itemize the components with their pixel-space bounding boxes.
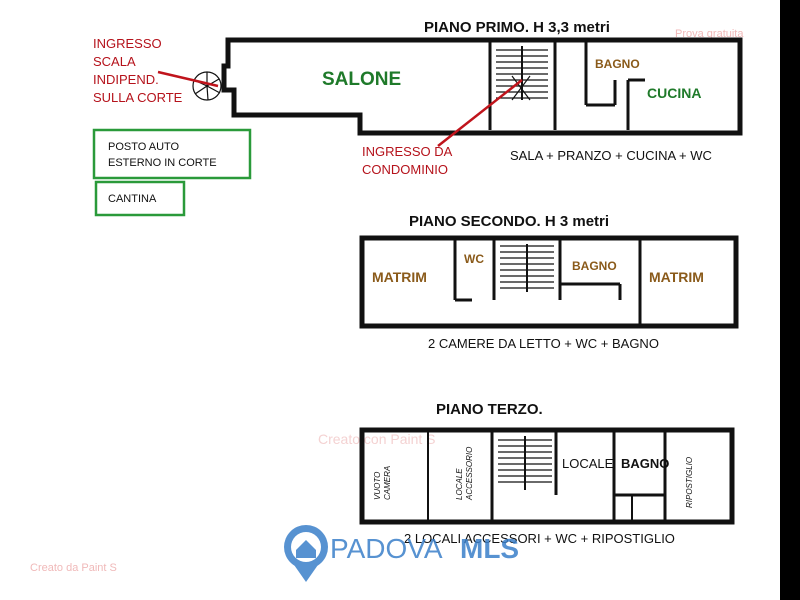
room-matrim-left: MATRIM [372, 269, 427, 285]
floor-summary-terzo: 2 LOCALI ACCESSORI + WC + RIPOSTIGLIO [404, 531, 675, 546]
floor-secondo-plan [359, 235, 739, 329]
room-wc: WC [464, 252, 484, 266]
logo-text-mls: MLS [460, 533, 519, 564]
arrow-scala [157, 70, 219, 88]
annotation-ingresso-condominio: INGRESSO DA CONDOMINIO [362, 144, 453, 177]
room-salone: SALONE [322, 69, 401, 90]
room-vuoto-camera: VUOTOCAMERA [373, 466, 392, 500]
floor-primo-plan [221, 37, 743, 136]
floor-title-primo: PIANO PRIMO. H 3,3 metri [424, 19, 610, 36]
floor-title-terzo: PIANO TERZO. [436, 401, 543, 418]
arrow-condominio [437, 79, 523, 147]
room-bagno-primo: BAGNO [595, 57, 640, 71]
posto-auto-line: ESTERNO IN CORTE [108, 157, 217, 169]
stairs-primo [496, 46, 548, 101]
room-bagno-terzo: BAGNO [621, 456, 669, 471]
cantina-label: CANTINA [108, 193, 157, 205]
annotation-line: SULLA CORTE [93, 90, 183, 105]
room-bagno-secondo: BAGNO [572, 259, 617, 273]
padova-mls-logo: PADOVA MLS [284, 525, 519, 582]
annotation-line: INGRESSO DA [362, 144, 453, 159]
posto-auto-box [92, 128, 252, 180]
annotation-line: SCALA [93, 54, 136, 69]
room-matrim-right: MATRIM [649, 269, 704, 285]
stairs-secondo [500, 244, 554, 292]
logo-text-padova: PADOVA [330, 533, 443, 564]
annotation-ingresso-scala: INGRESSO SCALA INDIPEND. SULLA CORTE [93, 36, 183, 105]
room-locale-accessorio-line: LOCALEACCESSORIO [455, 447, 474, 501]
stairs-terzo [498, 436, 552, 490]
floor-summary-secondo: 2 CAMERE DA LETTO + WC + BAGNO [428, 336, 659, 351]
room-ripostiglio: RIPOSTIGLIO [685, 457, 694, 508]
cantina-box [94, 180, 186, 217]
room-vuoto-line: VUOTOCAMERA [373, 466, 392, 500]
watermark-top-right: Prova gratuita [675, 28, 744, 40]
watermark-bottom-left: Creato da Paint S [30, 562, 117, 574]
floor-plan-svg: Prova gratuita Creato da Paint S Creato … [30, 19, 744, 582]
floor-terzo-plan [359, 427, 735, 525]
room-cucina: CUCINA [647, 85, 701, 101]
annotation-line: INGRESSO [93, 36, 162, 51]
watermark-center: Creato con Paint S [318, 431, 436, 447]
floor-summary-primo: SALA + PRANZO + CUCINA + WC [510, 148, 712, 163]
room-locale: LOCALE [562, 456, 614, 471]
room-locale-accessorio: LOCALEACCESSORIO [455, 447, 474, 501]
floor-title-secondo: PIANO SECONDO. H 3 metri [409, 213, 609, 230]
annotation-line: CONDOMINIO [362, 162, 448, 177]
annotation-line: INDIPEND. [93, 72, 159, 87]
floor-plan-canvas: Prova gratuita Creato da Paint S Creato … [0, 0, 780, 600]
posto-auto-line: POSTO AUTO [108, 141, 180, 153]
